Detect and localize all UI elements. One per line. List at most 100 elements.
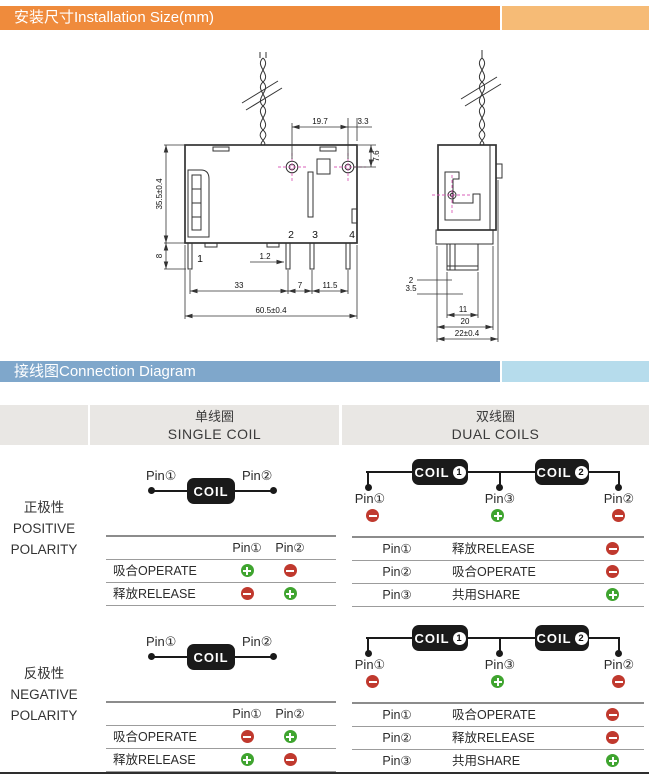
- coil1-box: COIL 1: [412, 625, 468, 651]
- coil-box: COIL: [187, 478, 235, 504]
- dual-table-pin1-sign: [606, 708, 619, 721]
- single-coil-label-zh: 单线圈: [194, 409, 234, 424]
- wire-break-mark-side: [460, 76, 502, 107]
- release-pin2-sign: [283, 587, 297, 600]
- dual-pin1-label: Pin①: [354, 657, 386, 672]
- dual-table-pin3-sign: [606, 754, 619, 767]
- header-pin1: Pin①: [232, 707, 262, 721]
- dual-pin2-label: Pin②: [603, 657, 635, 672]
- dim-hole-top: 7.6: [372, 150, 381, 162]
- positive-single-table: Pin① Pin② 吸合OPERATE 释放RELEASE: [106, 535, 336, 606]
- dual-pin2-sign: [612, 509, 625, 522]
- column-header-dual-coils: 双线圈 DUAL COILS: [342, 405, 649, 445]
- pin1-label: Pin①: [146, 468, 177, 483]
- dim-pitch-2-3: 7: [298, 281, 303, 290]
- negative-dual-coil-diagram: COIL 1 COIL 2 Pin① Pin③ Pin②: [340, 621, 649, 696]
- operate-pin2-sign: [283, 564, 297, 577]
- dual-pin3-label: Pin③: [484, 657, 516, 672]
- dual-wire: [366, 471, 620, 473]
- dim-pin-length: 8: [155, 253, 164, 258]
- dual-table-pin1-sign: [606, 542, 619, 555]
- dim-flange-width: 20: [461, 317, 470, 326]
- positive-polarity-label: 正极性 POSITIVE POLARITY: [0, 497, 88, 560]
- twisted-wire-side: [478, 50, 486, 147]
- coil2-box: COIL 2: [535, 459, 589, 485]
- drop-right: [618, 471, 620, 487]
- dual-row-pin1: Pin① 吸合OPERATE: [352, 704, 644, 727]
- dual-pin1-sign: [366, 509, 379, 522]
- coil-terminal-holes: [278, 153, 366, 181]
- header-pin2: Pin②: [275, 707, 305, 721]
- dual-dot-right: [615, 650, 622, 657]
- dual-wire: [366, 637, 620, 639]
- terminal-dot-right: [270, 487, 277, 494]
- dual-table-pin2-sign: [606, 731, 619, 744]
- dim-body-height: 35.5±0.4: [155, 178, 164, 210]
- coil2-text: COIL: [536, 464, 572, 480]
- positive-dual-coil-diagram: COIL 1 COIL 2 Pin① Pin③ Pin②: [340, 455, 649, 530]
- coil2-box: COIL 2: [535, 625, 589, 651]
- pin2-label: Pin②: [242, 468, 273, 483]
- dual-dot-mid: [496, 650, 503, 657]
- twisted-wire: [259, 52, 267, 147]
- negative-label-en1: NEGATIVE: [10, 687, 78, 702]
- terminal-dot-left: [148, 487, 155, 494]
- dual-coils-label-zh: 双线圈: [475, 409, 515, 424]
- drop-mid: [499, 637, 501, 653]
- operate-pin1-sign: [240, 730, 254, 743]
- dual-pin3-sign: [491, 509, 504, 522]
- dim-hole-edge: 3.3: [357, 117, 369, 126]
- negative-dual-table: Pin① 吸合OPERATE Pin② 释放RELEASE Pin③ 共用SHA…: [352, 702, 644, 773]
- release-row: 释放RELEASE: [106, 749, 336, 772]
- coil-text: COIL: [193, 483, 229, 499]
- dual-table-pin2-sign: [606, 565, 619, 578]
- table-header-row: Pin① Pin②: [106, 703, 336, 726]
- drop-right: [618, 637, 620, 653]
- page-bottom-divider: [0, 772, 649, 774]
- connection-diagram-title: 接线图Connection Diagram: [14, 363, 196, 380]
- dual-dot-left: [365, 484, 372, 491]
- negative-label-zh: 反极性: [23, 666, 65, 681]
- coil1-number: 1: [452, 631, 466, 645]
- operate-label: 吸合OPERATE: [113, 564, 197, 578]
- pin2-label: Pin②: [242, 634, 273, 649]
- dual-pin1-sign: [366, 675, 379, 688]
- dual-dot-left: [365, 650, 372, 657]
- installation-size-header: 安装尺寸Installation Size(mm): [0, 6, 500, 30]
- pin-number-1: 1: [197, 253, 203, 265]
- dual-pin1-label: Pin①: [354, 491, 386, 506]
- dual-row-pin2: Pin② 吸合OPERATE: [352, 561, 644, 584]
- column-header-single-coil: 单线圈 SINGLE COIL: [90, 405, 339, 445]
- coil-text: COIL: [193, 649, 229, 665]
- release-pin1-sign: [240, 587, 254, 600]
- header-pin1: Pin①: [232, 541, 262, 555]
- pin-number-2: 2: [288, 229, 294, 241]
- negative-label-en2: POLARITY: [10, 708, 78, 723]
- coil-box: COIL: [187, 644, 235, 670]
- release-pin1-sign: [240, 753, 254, 766]
- negative-polarity-label: 反极性 NEGATIVE POLARITY: [0, 663, 88, 726]
- release-label: 释放RELEASE: [113, 587, 196, 601]
- drop-mid: [499, 471, 501, 487]
- dual-dot-mid: [496, 484, 503, 491]
- dual-pin3-label: Pin③: [484, 491, 516, 506]
- dim-pin-width: 1.2: [259, 252, 271, 261]
- coil2-text: COIL: [536, 630, 572, 646]
- dual-row-pin2: Pin② 释放RELEASE: [352, 727, 644, 750]
- dual-row-pin1: Pin① 释放RELEASE: [352, 538, 644, 561]
- dim-pin-offset: 3.5: [405, 284, 417, 293]
- dim-pitch-3-4: 11.5: [323, 281, 339, 290]
- dual-row-pin3: Pin③ 共用SHARE: [352, 750, 644, 773]
- positive-single-coil-diagram: Pin① Pin② COIL: [140, 468, 280, 510]
- coil1-number: 1: [452, 465, 466, 479]
- installation-header-accent: [502, 6, 649, 30]
- single-coil-label-en: SINGLE COIL: [167, 426, 262, 442]
- drop-left: [367, 637, 369, 653]
- coil2-number: 2: [574, 631, 588, 645]
- relay-body-side: [432, 144, 503, 271]
- pin1-label: Pin①: [146, 634, 177, 649]
- positive-label-zh: 正极性: [23, 500, 65, 515]
- wire-break-mark: [241, 80, 283, 111]
- positive-dual-table: Pin① 释放RELEASE Pin② 吸合OPERATE Pin③ 共用SHA…: [352, 536, 644, 607]
